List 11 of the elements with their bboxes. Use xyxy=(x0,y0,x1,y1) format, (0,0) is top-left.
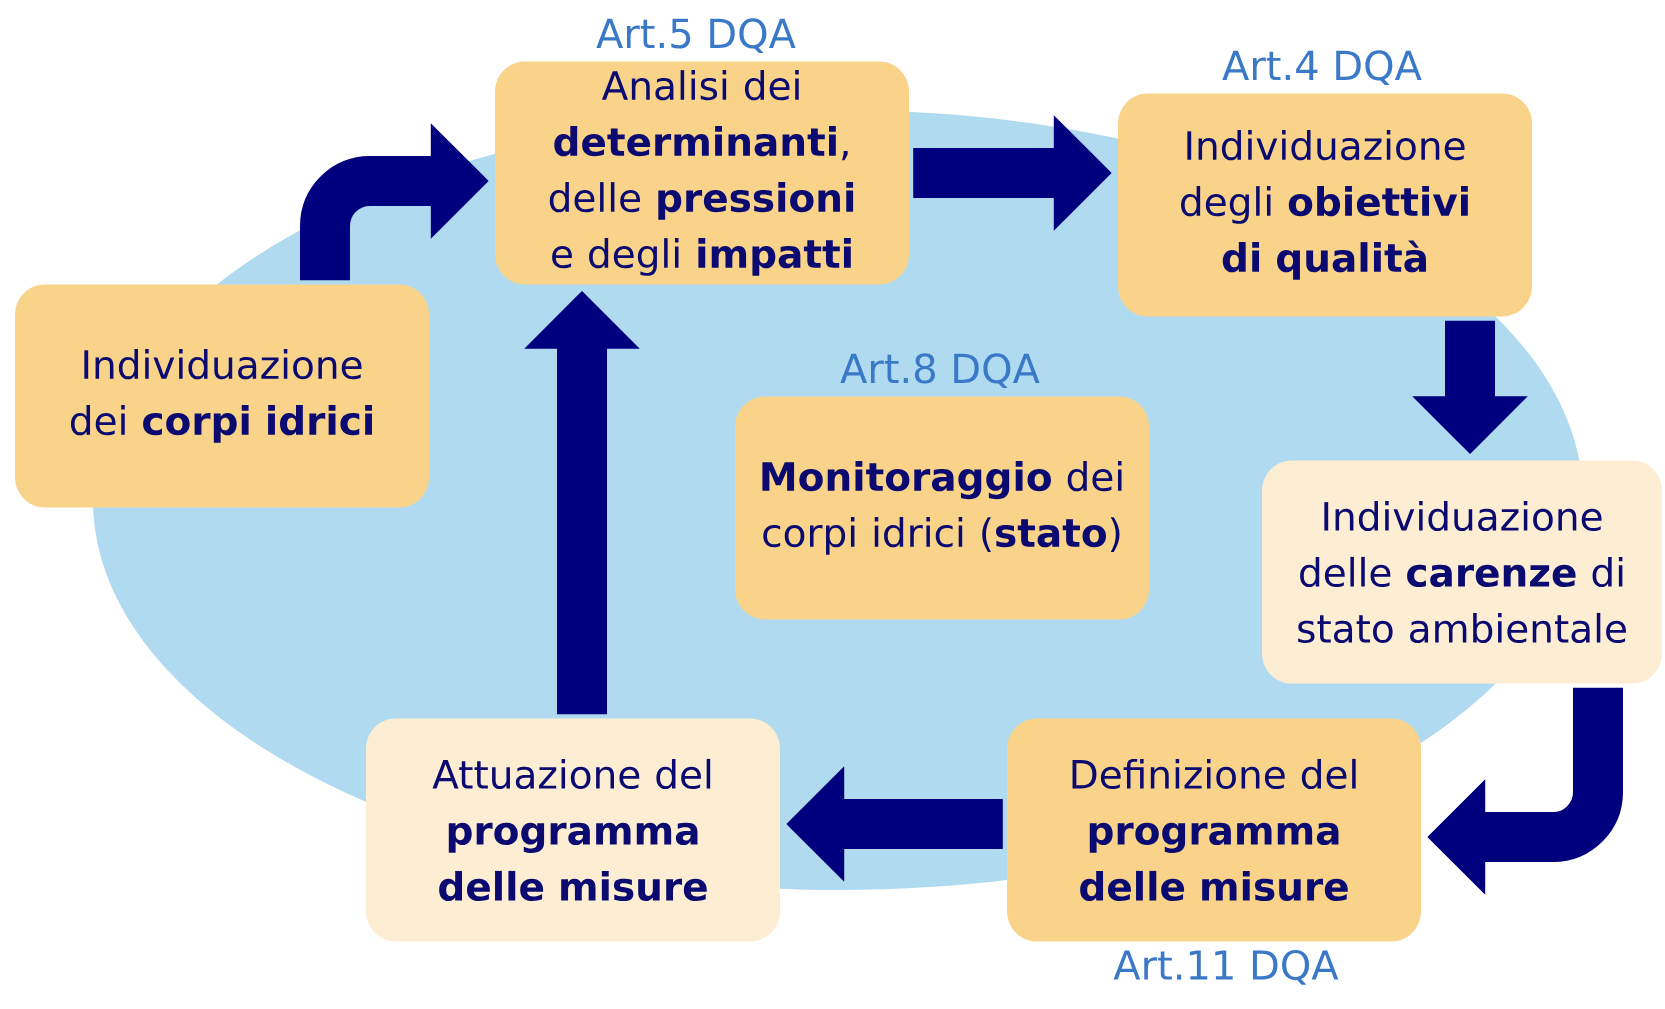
article-label: Art.8 DQA xyxy=(840,353,1040,389)
article-label: Art.11 DQA xyxy=(1113,949,1339,985)
process-box: Individuazione degli obiettivi di qualità xyxy=(1118,93,1532,317)
process-box: Attuazione del programma delle misure xyxy=(366,718,780,942)
article-label: Art.4 DQA xyxy=(1222,50,1422,86)
process-box: Monitoraggio dei corpi idrici (stato) xyxy=(735,396,1149,620)
process-box: Individuazione delle carenze di stato ambientale xyxy=(1262,460,1662,684)
article-label: Art.5 DQA xyxy=(596,18,796,54)
process-box: Analisi dei determinanti, delle pressioni e degli impatti xyxy=(495,61,909,285)
process-box: Definizione del programma delle misure xyxy=(1007,718,1421,942)
process-box: Individuazione dei corpi idrici xyxy=(15,284,429,508)
